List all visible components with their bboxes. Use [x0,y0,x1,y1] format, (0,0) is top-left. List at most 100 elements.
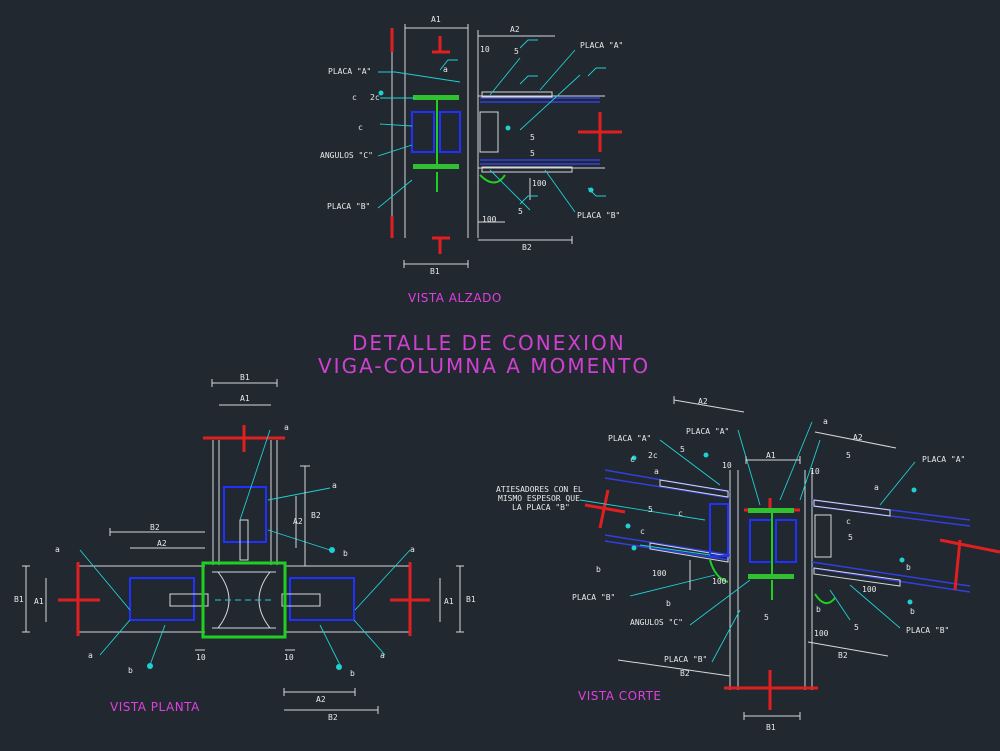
angle-planta-left [129,577,195,621]
dim-b1-planta: B1 [240,373,250,382]
drawing-title-line2: VIGA-COLUMNA A MOMENTO [318,354,650,378]
label-atiesadores-1: ATIESADORES CON EL [496,485,583,494]
dim-b2-corte-right: B2 [838,651,848,660]
dim-a1-planta-left: A1 [34,597,44,606]
dim-a1-alzado: A1 [431,15,441,24]
placa-b-plate [413,164,459,169]
view-title-corte: VISTA CORTE [578,689,662,703]
weld-c-corte-3: c [846,517,851,526]
dim-a1-planta-right: A1 [444,597,454,606]
weld-b-corte-1: b [906,563,911,572]
weld-b-corte-3: b [666,599,671,608]
weld-b-planta-l: b [128,666,133,675]
view-title-planta: VISTA PLANTA [110,700,200,714]
dim-a2-alzado: A2 [510,25,520,34]
dim-10-alzado: 10 [480,45,490,54]
weld-2c: 2c [370,93,380,102]
dim-b1-planta-left: B1 [14,595,24,604]
weld-c: c [352,93,357,102]
view-title-alzado: VISTA ALZADO [408,291,502,305]
weld-5-corte-5: 5 [854,623,859,632]
column-plan-section [201,561,287,639]
weld-c-corte-4: c [640,527,645,536]
weld-5b: 5 [530,133,535,142]
label-placa-b-right: PLACA "B" [577,211,620,220]
weld-5-alzado: 5 [514,47,519,56]
dim-b1-alzado: B1 [430,267,440,276]
dim-a2-planta-bottom: A2 [316,695,326,704]
weld-a-corte-r: a [874,483,879,492]
dim-100-corte-1: 100 [652,569,667,578]
dim-100-alzado: 100 [532,179,547,188]
weld-b-corte-2: b [596,565,601,574]
weld-5-corte-6: 5 [764,613,769,622]
weld-a-corte-l: a [654,467,659,476]
weld-5-corte-4: 5 [848,533,853,542]
dim-100-corte-4: 100 [814,629,829,638]
weld-5-corte-2: 5 [846,451,851,460]
dim-b2-planta-v: B2 [311,511,321,520]
angle-c-right [439,111,461,153]
label-placa-a-corte-left: PLACA "A" [608,434,651,443]
weld-a-corte-top: a [823,417,828,426]
dim-100-corte-3: 100 [862,585,877,594]
weld-5c: 5 [530,149,535,158]
dim-a2-corte-right: A2 [853,433,863,442]
vista-planta: B1 A1 a a A2 B2 b B2 A2 a a B1 A1 A1 B1 … [14,373,476,722]
weld-c-corte-2: c [678,509,683,518]
angle-planta-right [289,577,355,621]
weld-a-planta-top: a [284,423,289,432]
dim-b2-planta-h: B2 [150,523,160,532]
dim-b2-planta-bottom: B2 [328,713,338,722]
dim-a2-corte-left: A2 [698,397,708,406]
label-placa-b-corte-mid: PLACA "B" [664,655,707,664]
weld-5-corte-3: 5 [648,505,653,514]
label-placa-a-corte-mid: PLACA "A" [686,427,729,436]
weld-2c-corte: 2c [648,451,658,460]
dim-a2-planta-v: A2 [293,517,303,526]
dim-10-planta-l: 10 [196,653,206,662]
dim-b1-planta-right: B1 [466,595,476,604]
label-placa-a-left: PLACA "A" [328,67,371,76]
label-angulos-c-corte: ANGULOS "C" [630,618,683,627]
label-placa-b-left: PLACA "B" [327,202,370,211]
dim-a1-corte: A1 [766,451,776,460]
dim-b2-corte-left: B2 [680,669,690,678]
dim-b2-alzado: B2 [522,243,532,252]
dim-10-corte-right: 10 [810,467,820,476]
weld-b-planta-right: b [343,549,348,558]
label-placa-b-corte-right: PLACA "B" [906,626,949,635]
weld-a-planta-right2: a [410,545,415,554]
dim-a1-planta: A1 [240,394,250,403]
weld-c-corte: c [630,455,635,464]
angle-c-left [411,111,435,153]
dim-a2-planta-h: A2 [157,539,167,548]
dim-10-planta-r: 10 [284,653,294,662]
dim-10-corte-mid: 10 [722,461,732,470]
label-atiesadores-2: MISMO ESPESOR QUE [498,494,580,503]
dim-b1-corte: B1 [766,723,776,732]
label-atiesadores-3: LA PLACA "B" [512,503,570,512]
weld-b-planta-r: b [350,669,355,678]
column-base-corte [724,670,818,710]
weld-a-planta-bl: a [88,651,93,660]
placa-a-plate [413,95,459,100]
label-placa-a-right: PLACA "A" [580,41,623,50]
dim-100-corte-2: 100 [712,577,727,586]
vista-alzado: A1 A2 10 5 PLACA "A" PLACA "A" a c 2c c … [320,15,623,305]
weld-a-planta-br: a [380,651,385,660]
weld-a-planta-right: a [332,481,337,490]
weld-5d: 5 [518,207,523,216]
angle-corte-left [709,503,729,557]
vista-corte: A2 A2 a PLACA "A" PLACA "A" PLACA "A" A1… [496,396,1000,732]
weld-5-corte-1: 5 [680,445,685,454]
label-placa-a-corte-right: PLACA "A" [922,455,965,464]
label-placa-b-corte-left: PLACA "B" [572,593,615,602]
drawing-title-line1: DETALLE DE CONEXION [352,331,626,355]
weld-b-corte-5: b [910,607,915,616]
dim-100b-alzado: 100 [482,215,497,224]
weld-a: a [443,65,448,74]
weld-b-corte-4: b [816,605,821,614]
